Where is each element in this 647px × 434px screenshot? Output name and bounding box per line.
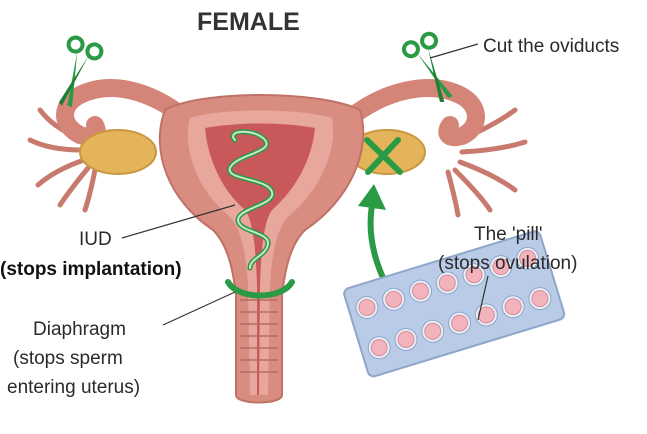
diaphragm-device [225, 279, 295, 299]
pill-tablet [504, 298, 522, 316]
right-oviduct [341, 79, 485, 147]
pill-tablet [519, 249, 537, 267]
label-iud-effect: (stops implantation) [0, 259, 182, 280]
pill-tablet [397, 331, 415, 349]
pill-tablet [465, 266, 483, 284]
arrow-icon [358, 184, 388, 285]
pill-pack [343, 230, 566, 378]
label-iud: IUD [79, 229, 112, 250]
pill-tablet [438, 274, 456, 292]
pill-tablet [424, 322, 442, 340]
diagram-title: FEMALE [197, 8, 300, 36]
scissors-icon [58, 35, 104, 108]
cervix-ridges [240, 299, 278, 373]
pill-tablet [385, 290, 403, 308]
label-pill: The 'pill' [474, 224, 543, 245]
label-diaphragm: Diaphragm [33, 319, 126, 340]
cross-mark-icon [364, 137, 403, 175]
right-fimbriae [445, 107, 528, 218]
left-fimbriae [27, 107, 98, 213]
uterine-cavity [205, 123, 315, 395]
left-ovary [79, 129, 157, 175]
label-cut-oviducts: Cut the oviducts [483, 36, 620, 57]
label-diaphragm-effect-2: entering uterus) [7, 377, 141, 398]
pill-tablet [412, 282, 430, 300]
label-pill-effect: (stops ovulation) [438, 253, 578, 274]
pill-tablet [358, 299, 376, 317]
pill-tablet [492, 258, 510, 276]
pill-tablet [370, 339, 388, 357]
pill-tablet [451, 314, 469, 332]
pill-tablet [531, 290, 549, 308]
leader-lines [121, 43, 489, 326]
label-diaphragm-effect-1: (stops sperm [13, 348, 123, 369]
